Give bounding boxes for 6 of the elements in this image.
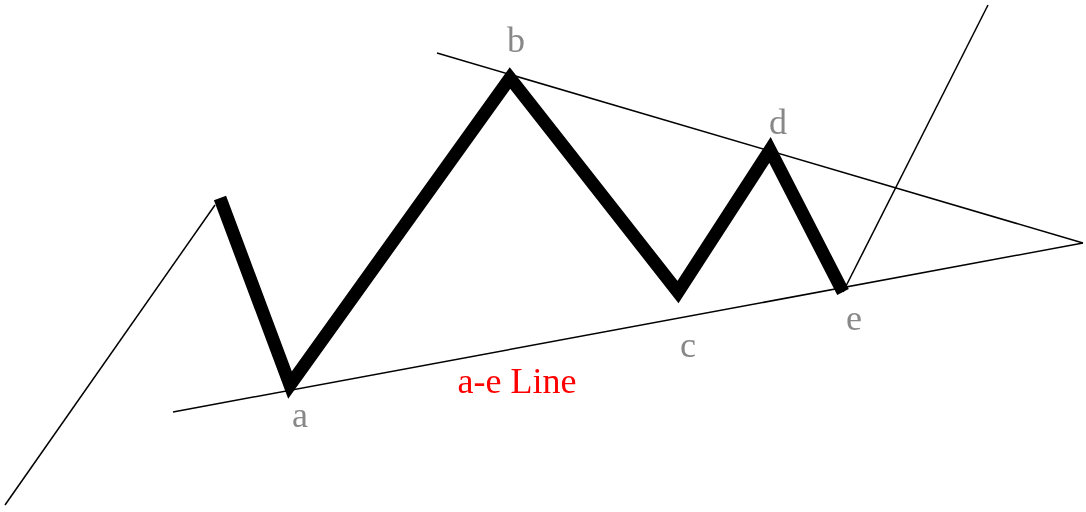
trendline-label: a-e Line <box>457 363 577 399</box>
point-label: a <box>292 397 308 433</box>
point-label: d <box>769 104 787 140</box>
point-label: e <box>846 300 862 336</box>
point-label: b <box>507 22 525 58</box>
point-label: c <box>680 327 696 363</box>
